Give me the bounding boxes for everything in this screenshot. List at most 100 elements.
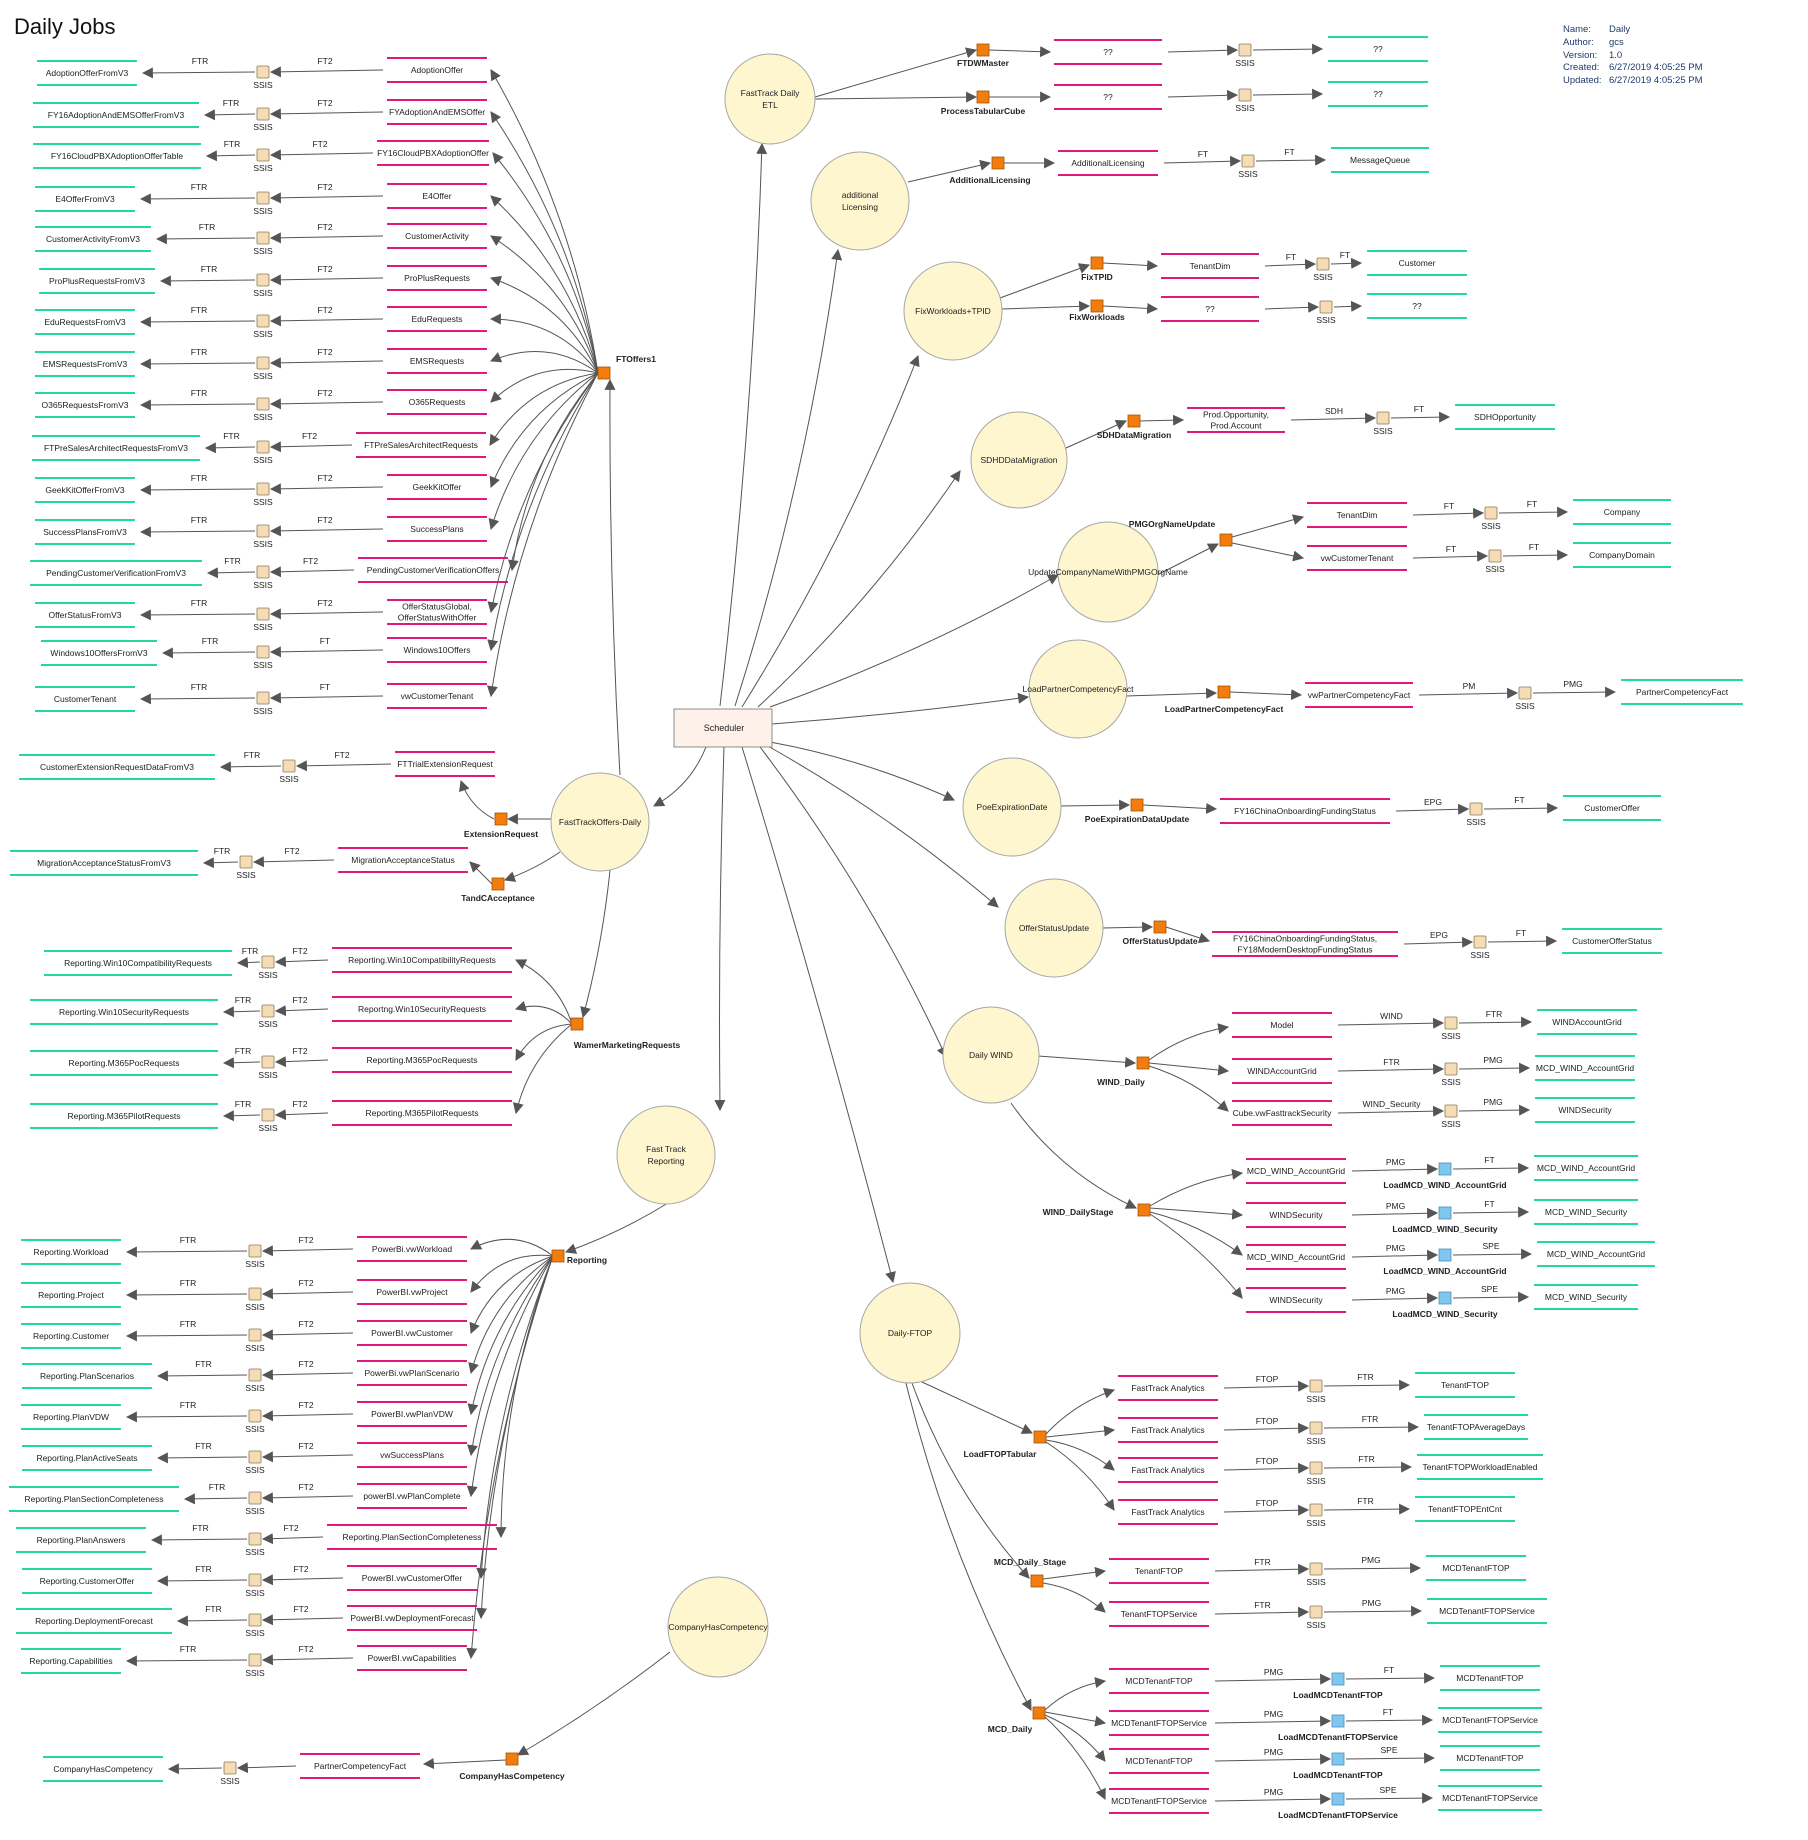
ssis-package-icon[interactable] — [256, 148, 270, 162]
ssis-package-icon[interactable] — [261, 1108, 275, 1122]
job-circle-additional_licensing[interactable] — [810, 151, 910, 251]
ssis-package-icon[interactable] — [256, 482, 270, 496]
blue-task-icon[interactable] — [1438, 1248, 1452, 1262]
job-circle-update_company[interactable] — [1057, 521, 1159, 623]
ssis-package-icon[interactable] — [1444, 1062, 1458, 1076]
ssis-package-icon[interactable] — [248, 1491, 262, 1505]
ssis-package-icon[interactable] — [256, 524, 270, 538]
blue-task-icon[interactable] — [1331, 1672, 1345, 1686]
task-icon[interactable] — [1130, 798, 1144, 812]
job-circle-sdhd_data_migration[interactable] — [970, 411, 1068, 509]
ssis-package-icon[interactable] — [256, 314, 270, 328]
job-circle-fixworkloads_tpid[interactable] — [903, 261, 1003, 361]
job-circle-poe_expiration[interactable] — [962, 757, 1062, 857]
ssis-package-icon[interactable] — [248, 1287, 262, 1301]
ssis-package-icon[interactable] — [1444, 1104, 1458, 1118]
ssis-package-icon[interactable] — [248, 1409, 262, 1423]
blue-task-icon[interactable] — [1331, 1714, 1345, 1728]
ssis-package-icon[interactable] — [256, 273, 270, 287]
ssis-package-icon[interactable] — [223, 1761, 237, 1775]
task-icon[interactable] — [1153, 920, 1167, 934]
task-icon[interactable] — [991, 156, 1005, 170]
ssis-package-icon[interactable] — [248, 1328, 262, 1342]
ssis-package-icon[interactable] — [239, 855, 253, 869]
task-icon[interactable] — [551, 1249, 565, 1263]
ssis-package-icon[interactable] — [248, 1450, 262, 1464]
ssis-package-icon[interactable] — [248, 1368, 262, 1382]
ssis-package-icon[interactable] — [1376, 411, 1390, 425]
task-icon[interactable] — [1219, 533, 1233, 547]
job-circle-fasttrack_daily_etl[interactable] — [724, 53, 816, 145]
ssis-package-icon[interactable] — [261, 1055, 275, 1069]
ssis-package-icon[interactable] — [1309, 1562, 1323, 1576]
blue-task-icon[interactable] — [1438, 1291, 1452, 1305]
ssis-package-icon[interactable] — [261, 1004, 275, 1018]
ssis-package-icon[interactable] — [1238, 88, 1252, 102]
task-icon[interactable] — [491, 877, 505, 891]
task-icon[interactable] — [505, 1752, 519, 1766]
ssis-package-icon[interactable] — [261, 955, 275, 969]
task-icon[interactable] — [1137, 1203, 1151, 1217]
flow-arrow — [1403, 936, 1474, 948]
ssis-package-icon[interactable] — [1309, 1379, 1323, 1393]
ssis-package-icon[interactable] — [1238, 43, 1252, 57]
ssis-package-icon[interactable] — [248, 1532, 262, 1546]
ssis-package-icon[interactable] — [256, 231, 270, 245]
ssis-package-icon[interactable] — [1309, 1421, 1323, 1435]
ssis-package-icon[interactable] — [256, 65, 270, 79]
task-icon[interactable] — [1090, 299, 1104, 313]
ssis-package-icon[interactable] — [256, 191, 270, 205]
ssis-package-icon[interactable] — [256, 645, 270, 659]
ssis-package-icon[interactable] — [1518, 686, 1532, 700]
ssis-package-icon[interactable] — [256, 107, 270, 121]
scheduler-node[interactable] — [673, 708, 773, 748]
job-circle-daily_ftop[interactable] — [859, 1282, 961, 1384]
task-icon[interactable] — [494, 812, 508, 826]
task-icon[interactable] — [976, 43, 990, 57]
task-icon[interactable] — [1090, 256, 1104, 270]
task-icon[interactable] — [1032, 1706, 1046, 1720]
ssis-package-icon[interactable] — [1309, 1461, 1323, 1475]
ssis-package-icon[interactable] — [256, 565, 270, 579]
ssis-package-icon[interactable] — [1444, 1016, 1458, 1030]
task-icon[interactable] — [597, 366, 611, 380]
ssis-package-icon[interactable] — [248, 1613, 262, 1627]
task-icon[interactable] — [570, 1017, 584, 1031]
task-icon[interactable] — [1127, 414, 1141, 428]
ssis-package-icon[interactable] — [1316, 257, 1330, 271]
ssis-package-icon[interactable] — [256, 356, 270, 370]
ssis-package-icon[interactable] — [1241, 154, 1255, 168]
blue-task-icon[interactable] — [1331, 1792, 1345, 1806]
blue-task-icon[interactable] — [1438, 1162, 1452, 1176]
ssis-package-icon[interactable] — [1469, 802, 1483, 816]
job-to-task-arrow — [814, 47, 978, 98]
ssis-package-icon[interactable] — [1309, 1605, 1323, 1619]
job-circle-fasttrack_offers_daily[interactable] — [550, 772, 650, 872]
task-icon[interactable] — [1033, 1430, 1047, 1444]
ssis-package-icon[interactable] — [256, 691, 270, 705]
ssis-package-icon[interactable] — [282, 759, 296, 773]
task-icon[interactable] — [1136, 1056, 1150, 1070]
ssis-package-icon[interactable] — [248, 1573, 262, 1587]
ssis-package-icon[interactable] — [248, 1653, 262, 1667]
ssis-package-icon[interactable] — [1488, 549, 1502, 563]
job-circle-offer_status_update[interactable] — [1004, 878, 1104, 978]
ssis-package-icon[interactable] — [1319, 300, 1333, 314]
ssis-package-icon[interactable] — [256, 607, 270, 621]
ssis-package-icon[interactable] — [256, 440, 270, 454]
blue-task-icon[interactable] — [1331, 1752, 1345, 1766]
ssis-package-icon[interactable] — [248, 1244, 262, 1258]
ssis-package-icon[interactable] — [1309, 1503, 1323, 1517]
task-icon[interactable] — [976, 90, 990, 104]
ssis-package-icon[interactable] — [256, 397, 270, 411]
task-icon[interactable] — [1217, 685, 1231, 699]
task-icon[interactable] — [1030, 1574, 1044, 1588]
job-circle-daily_wind[interactable] — [942, 1006, 1040, 1104]
ssis-package-icon[interactable] — [1473, 935, 1487, 949]
job-circle-company_has_competency[interactable] — [667, 1576, 769, 1678]
job-circle-load_partner_comp[interactable] — [1028, 639, 1128, 739]
ssis-package-icon[interactable] — [1484, 506, 1498, 520]
source-table: vwCustomerTenant — [401, 691, 474, 701]
blue-task-icon[interactable] — [1438, 1206, 1452, 1220]
job-circle-fast_track_reporting[interactable] — [616, 1105, 716, 1205]
